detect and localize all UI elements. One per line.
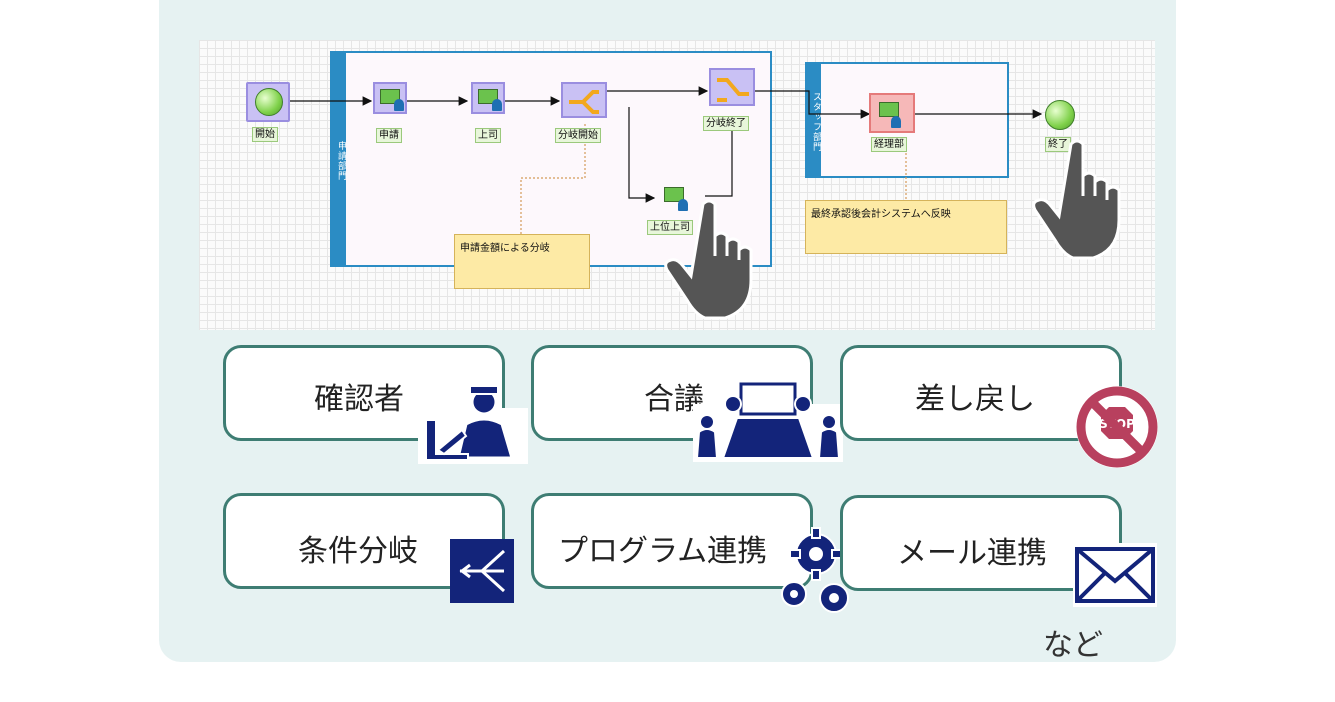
accounting-task-node bbox=[869, 93, 915, 133]
start-event-node bbox=[246, 82, 290, 122]
flow-connectors bbox=[290, 86, 1043, 235]
feature-label: 確認者 bbox=[314, 382, 404, 417]
workflow-canvas: 申請部門 スタッフ部門 開始 bbox=[199, 40, 1155, 330]
lane-header-applicant: 申請部門 bbox=[332, 53, 346, 265]
stop-icon: STOP bbox=[1076, 386, 1158, 468]
feature-label: プログラム連携 bbox=[558, 534, 768, 569]
feature-send-back: 差し戻し bbox=[840, 345, 1122, 441]
mail-icon bbox=[1073, 543, 1157, 607]
note-amount-branch: 申請金額による分岐 bbox=[454, 234, 590, 289]
gears-icon bbox=[781, 527, 849, 613]
person-icon bbox=[492, 99, 502, 111]
person-icon bbox=[891, 116, 901, 128]
lane-staff-dept: スタッフ部門 bbox=[805, 62, 1009, 178]
accounting-label: 経理部 bbox=[871, 137, 907, 152]
upper-boss-label: 上位上司 bbox=[647, 220, 693, 235]
boss-label: 上司 bbox=[475, 128, 501, 143]
monitor-icon bbox=[879, 102, 899, 117]
person-icon bbox=[394, 99, 404, 111]
pointer-hand-icon bbox=[1032, 139, 1121, 260]
branch-start-label: 分岐開始 bbox=[555, 128, 601, 143]
footer-note: など bbox=[1043, 628, 1103, 663]
monitor-icon bbox=[664, 187, 684, 202]
feature-label: 条件分岐 bbox=[298, 534, 418, 569]
branch-start-node bbox=[561, 82, 607, 118]
apply-task-node bbox=[373, 82, 407, 114]
guard-icon bbox=[418, 385, 528, 464]
merge-arrow-icon bbox=[717, 78, 749, 102]
feature-label: 差し戻し bbox=[915, 382, 1035, 417]
pointer-hand-icon bbox=[664, 199, 753, 320]
feature-program-link: プログラム連携 bbox=[531, 493, 813, 589]
person-icon bbox=[678, 199, 688, 211]
apply-label: 申請 bbox=[376, 128, 402, 143]
lane-header-staff: スタッフ部門 bbox=[807, 64, 821, 176]
split-arrow-icon bbox=[569, 90, 599, 114]
branch-icon bbox=[450, 539, 514, 603]
end-event-icon bbox=[1045, 100, 1075, 130]
branch-end-label: 分岐終了 bbox=[703, 116, 749, 131]
upper-boss-task-node bbox=[657, 180, 691, 214]
start-label: 開始 bbox=[252, 127, 278, 142]
note-final-reflect: 最終承認後会計システムへ反映 bbox=[805, 200, 1007, 254]
boss-task-node bbox=[471, 82, 505, 114]
branch-end-node bbox=[709, 68, 755, 106]
meeting-icon bbox=[693, 382, 843, 462]
feature-label: メール連携 bbox=[897, 536, 1047, 571]
start-circle-icon bbox=[255, 88, 283, 116]
